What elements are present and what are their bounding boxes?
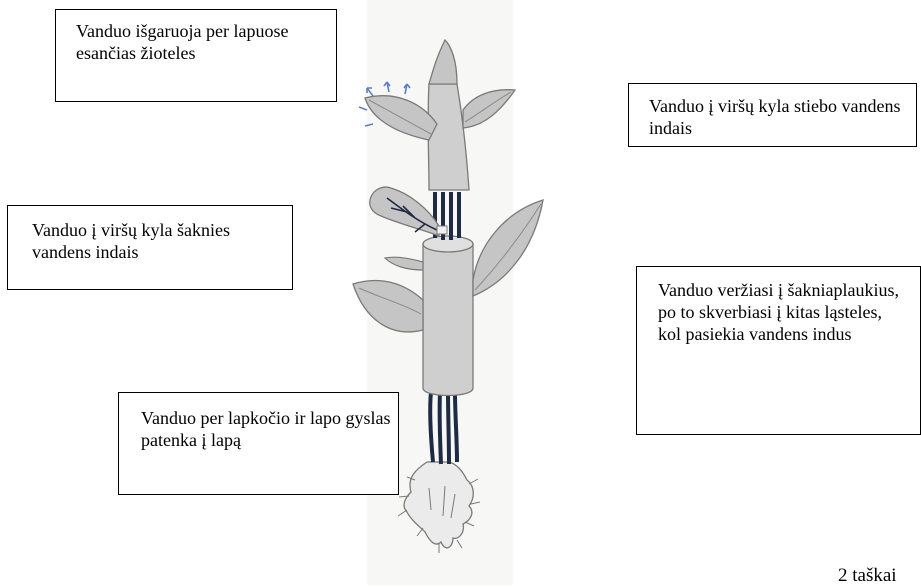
label-stomata-text: Vanduo išgaruoja per lapuose esančias ži… — [76, 20, 316, 64]
label-stomata: Vanduo išgaruoja per lapuose esančias ži… — [55, 9, 337, 102]
label-stem-vessels-text: Vanduo į viršų kyla stiebo vandens indai… — [649, 95, 909, 139]
label-stem-vessels: Vanduo į viršų kyla stiebo vandens indai… — [628, 83, 917, 147]
label-root-vessels: Vanduo į viršų kyla šaknies vandens inda… — [7, 205, 293, 290]
label-root-hairs: Vanduo veržiasi į šakniaplaukius, po to … — [636, 266, 921, 435]
points-label: 2 taškai — [838, 565, 897, 587]
label-root-vessels-text: Vanduo į viršų kyla šaknies vandens inda… — [32, 219, 282, 263]
label-root-hairs-text: Vanduo veržiasi į šakniaplaukius, po to … — [658, 279, 908, 345]
label-leaf-veins: Vanduo per lapkočio ir lapo gyslas paten… — [118, 392, 399, 495]
label-leaf-veins-text: Vanduo per lapkočio ir lapo gyslas paten… — [141, 407, 391, 451]
plant-illustration — [345, 0, 545, 585]
lower-stem — [423, 236, 473, 396]
